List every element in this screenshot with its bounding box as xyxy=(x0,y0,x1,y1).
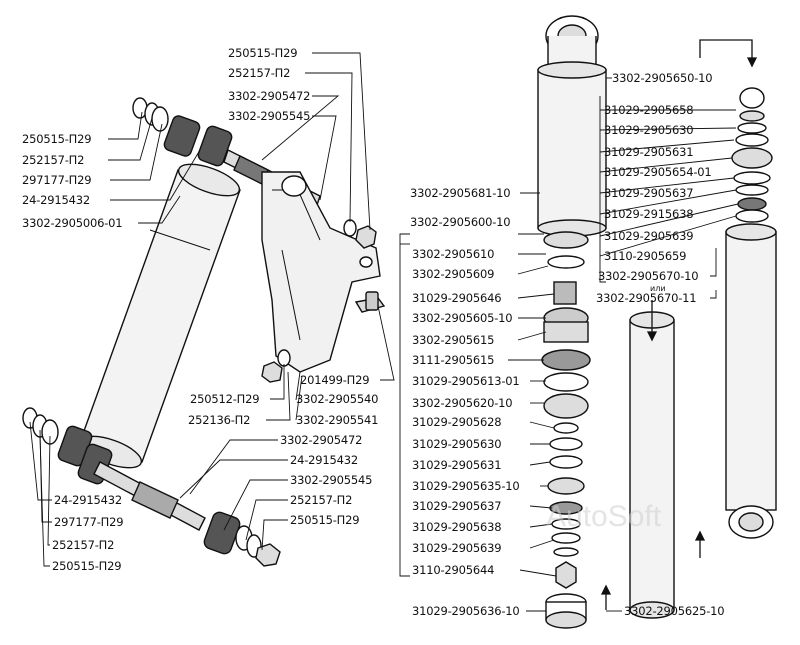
label-24-2915432-bl: 24-2915432 xyxy=(54,493,122,507)
label-31029-2905631-mid: 31029-2905631 xyxy=(412,458,502,472)
label-24-2915432-left: 24-2915432 xyxy=(22,193,90,207)
label-31029-2905630-right: 31029-2905630 xyxy=(604,123,694,137)
label-3302-2905541: 3302-2905541 xyxy=(296,413,379,427)
label-250515-p29-bl: 250515-П29 xyxy=(52,559,122,573)
label-297177-p29-left: 297177-П29 xyxy=(22,173,92,187)
label-24-2915432-bottom: 24-2915432 xyxy=(290,453,358,467)
label-3110-2905644: 3110-2905644 xyxy=(412,563,495,577)
label-3110-2905659: 3110-2905659 xyxy=(604,249,687,263)
label-250512-p29: 250512-П29 xyxy=(190,392,260,406)
label-31029-2905638-mid: 31029-2905638 xyxy=(412,520,502,534)
label-3302-2905670-10: 3302-2905670-10 xyxy=(598,269,699,283)
label-or: или xyxy=(650,284,666,293)
label-252157-p2-bottom: 252157-П2 xyxy=(290,493,353,507)
label-297177-p29-bl: 297177-П29 xyxy=(54,515,124,529)
label-3302-2905609: 3302-2905609 xyxy=(412,267,495,281)
label-3302-2905600-10: 3302-2905600-10 xyxy=(410,215,511,229)
label-31029-2905637-right: 31029-2905637 xyxy=(604,186,694,200)
label-31029-2905639-right: 31029-2905639 xyxy=(604,229,694,243)
label-31029-2905654-01: 31029-2905654-01 xyxy=(604,165,712,179)
label-252157-p2-bl: 252157-П2 xyxy=(52,538,115,552)
label-31029-2905628: 31029-2905628 xyxy=(412,415,502,429)
label-3302-2905472-bottom: 3302-2905472 xyxy=(280,433,363,447)
label-250515-p29-bottom: 250515-П29 xyxy=(290,513,360,527)
label-3302-2905615: 3302-2905615 xyxy=(412,333,495,347)
label-31029-2915638: 31029-2915638 xyxy=(604,207,694,221)
label-252136-p2: 252136-П2 xyxy=(188,413,251,427)
label-252157-p2-left: 252157-П2 xyxy=(22,153,85,167)
label-250515-p29-left: 250515-П29 xyxy=(22,132,92,146)
label-31029-2905637-mid: 31029-2905637 xyxy=(412,499,502,513)
label-31029-2905646: 31029-2905646 xyxy=(412,291,502,305)
label-252157-p2-top: 252157-П2 xyxy=(228,66,291,80)
label-3302-2905472-top: 3302-2905472 xyxy=(228,89,311,103)
label-3302-2905681-10: 3302-2905681-10 xyxy=(410,186,511,200)
label-201499-p29: 201499-П29 xyxy=(300,373,370,387)
label-3302-2905620-10: 3302-2905620-10 xyxy=(412,396,513,410)
label-3302-2905540: 3302-2905540 xyxy=(296,392,379,406)
label-3302-2905545-bottom: 3302-2905545 xyxy=(290,473,373,487)
label-31029-2905636-10: 31029-2905636-10 xyxy=(412,604,520,618)
label-3302-2905545-top: 3302-2905545 xyxy=(228,109,311,123)
label-31029-2905658: 31029-2905658 xyxy=(604,103,694,117)
mounting-bracket xyxy=(261,171,386,383)
label-3302-2905610: 3302-2905610 xyxy=(412,247,495,261)
protective-tube xyxy=(629,311,675,619)
label-3111-2905615: 3111-2905615 xyxy=(412,353,495,367)
label-3302-2905625-10: 3302-2905625-10 xyxy=(624,604,725,618)
watermark: AutoSoft xyxy=(546,500,662,533)
label-3302-2905650-10: 3302-2905650-10 xyxy=(612,71,713,85)
label-31029-2905613-01: 31029-2905613-01 xyxy=(412,374,520,388)
label-3302-2905670-11: 3302-2905670-11 xyxy=(596,291,697,305)
center-exploded-stack xyxy=(537,15,607,629)
label-31029-2905635-10: 31029-2905635-10 xyxy=(412,479,520,493)
label-31029-2905630-mid: 31029-2905630 xyxy=(412,437,502,451)
label-3302-2905605-10: 3302-2905605-10 xyxy=(412,311,513,325)
label-3302-2905006-01: 3302-2905006-01 xyxy=(22,216,123,230)
label-31029-2905631-right: 31029-2905631 xyxy=(604,145,694,159)
label-31029-2905639-mid: 31029-2905639 xyxy=(412,541,502,555)
label-250515-p29-top: 250515-П29 xyxy=(228,46,298,60)
right-exploded-stack xyxy=(725,87,777,539)
